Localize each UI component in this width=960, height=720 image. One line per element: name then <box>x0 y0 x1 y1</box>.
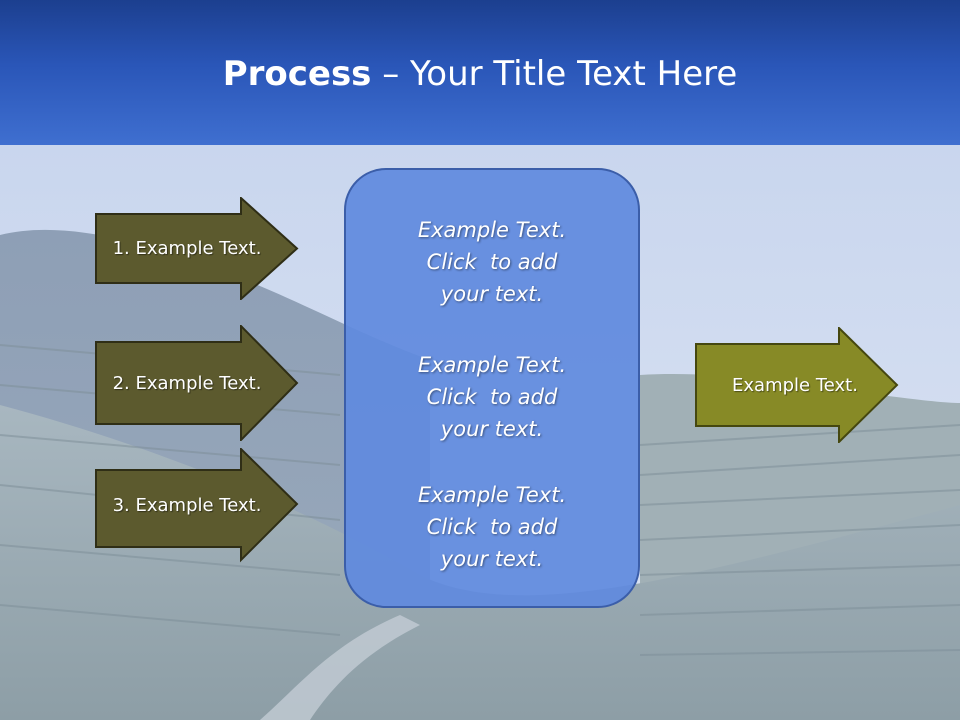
title-rest-part: – Your Title Text Here <box>371 54 738 94</box>
paragraph-line: Click to add <box>426 515 558 539</box>
left-arrow-3-label: 3. Example Text. <box>112 495 262 516</box>
paragraph-line: Click to add <box>426 385 558 409</box>
left-arrow-2[interactable]: 2. Example Text. <box>95 325 299 441</box>
paragraph-line: your text. <box>440 417 544 441</box>
center-paragraph-3: Example Text. Click to add your text. <box>346 479 638 575</box>
paragraph-line: Click to add <box>426 250 558 274</box>
center-text-box[interactable]: Example Text. Click to add your text. Ex… <box>344 168 640 608</box>
paragraph-line: your text. <box>440 282 544 306</box>
left-arrow-3[interactable]: 3. Example Text. <box>95 448 299 563</box>
title-band <box>0 0 960 145</box>
left-arrow-2-label: 2. Example Text. <box>112 372 262 394</box>
paragraph-line: Example Text. <box>417 353 567 377</box>
left-arrow-1-label: 1. Example Text. <box>112 238 262 259</box>
paragraph-line: your text. <box>440 547 544 571</box>
left-arrow-1[interactable]: 1. Example Text. <box>95 197 299 300</box>
arrow-right-shape <box>95 448 299 563</box>
paragraph-line: Example Text. <box>417 483 567 507</box>
arrow-right-shape <box>95 325 299 441</box>
slide-title[interactable]: Process – Your Title Text Here <box>0 52 960 96</box>
arrow-right-shape <box>95 197 299 300</box>
right-arrow[interactable]: Example Text. <box>695 327 899 443</box>
arrow-right-shape <box>695 327 899 443</box>
center-paragraph-1: Example Text. Click to add your text. <box>346 214 638 310</box>
right-arrow-label: Example Text. <box>732 374 858 396</box>
paragraph-line: Example Text. <box>417 218 567 242</box>
title-bold-part: Process <box>222 54 372 94</box>
center-paragraph-2: Example Text. Click to add your text. <box>346 349 638 445</box>
